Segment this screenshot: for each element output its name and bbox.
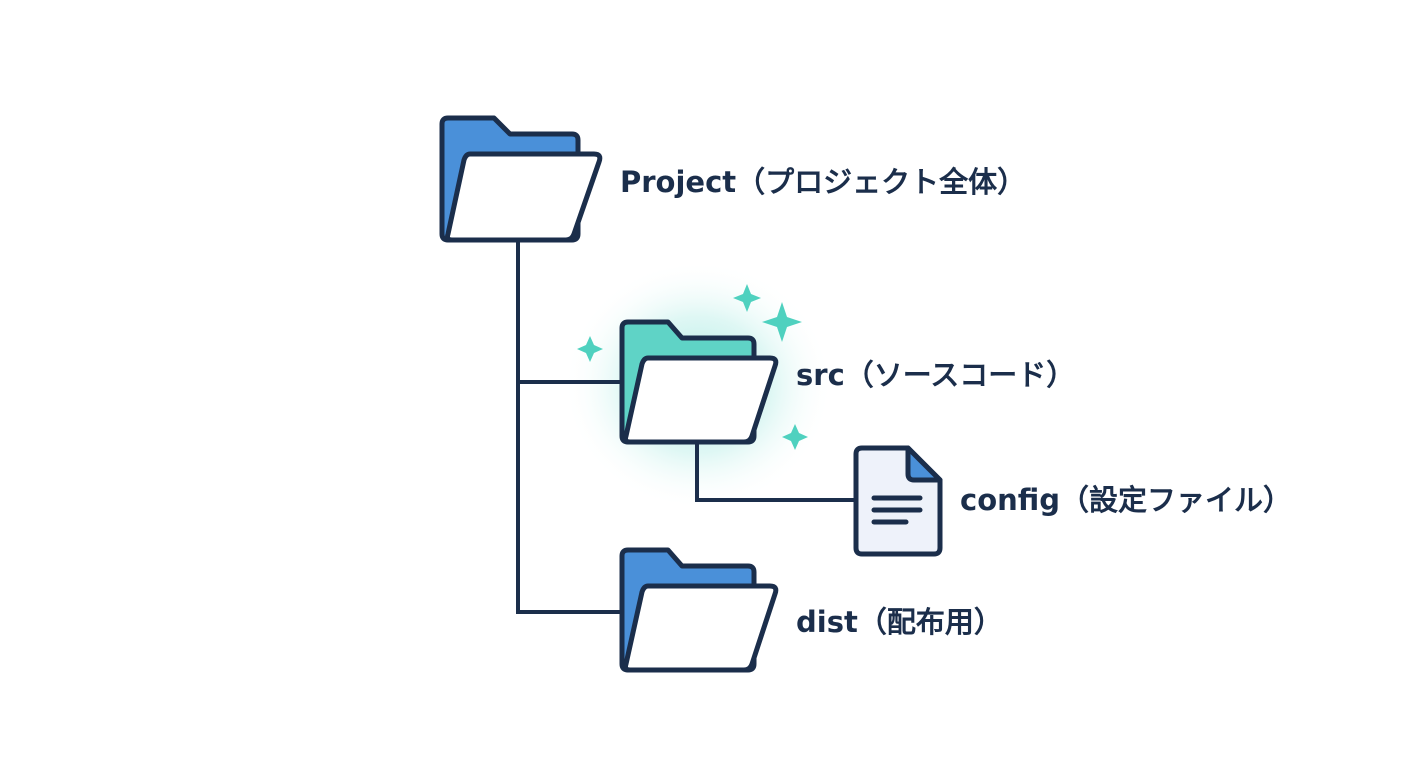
folder-front	[445, 151, 603, 243]
tree-connectors	[516, 236, 860, 614]
sparkle-icon	[782, 424, 808, 450]
folder-icon[interactable]	[619, 547, 779, 673]
connector-src-to-config	[695, 438, 860, 502]
node-label-src: src（ソースコード）	[796, 358, 1075, 392]
folder-icon[interactable]	[439, 115, 603, 243]
document-text-lines	[871, 495, 923, 525]
sparkle-icons	[577, 284, 808, 450]
document-icon[interactable]	[853, 445, 943, 557]
node-label-config: config（設定ファイル）	[960, 483, 1292, 517]
node-label-project: Project（プロジェクト全体）	[620, 165, 1026, 199]
folder-icon[interactable]	[619, 319, 779, 445]
folder-front	[623, 583, 779, 673]
document-folded-corner	[905, 445, 943, 483]
folder-front	[623, 355, 779, 445]
sparkle-icon	[762, 302, 802, 342]
connector-root-to-dist	[516, 236, 624, 614]
sparkle-icon	[577, 336, 603, 362]
sparkle-icon	[733, 284, 761, 312]
node-label-dist: dist（配布用）	[796, 605, 1003, 639]
